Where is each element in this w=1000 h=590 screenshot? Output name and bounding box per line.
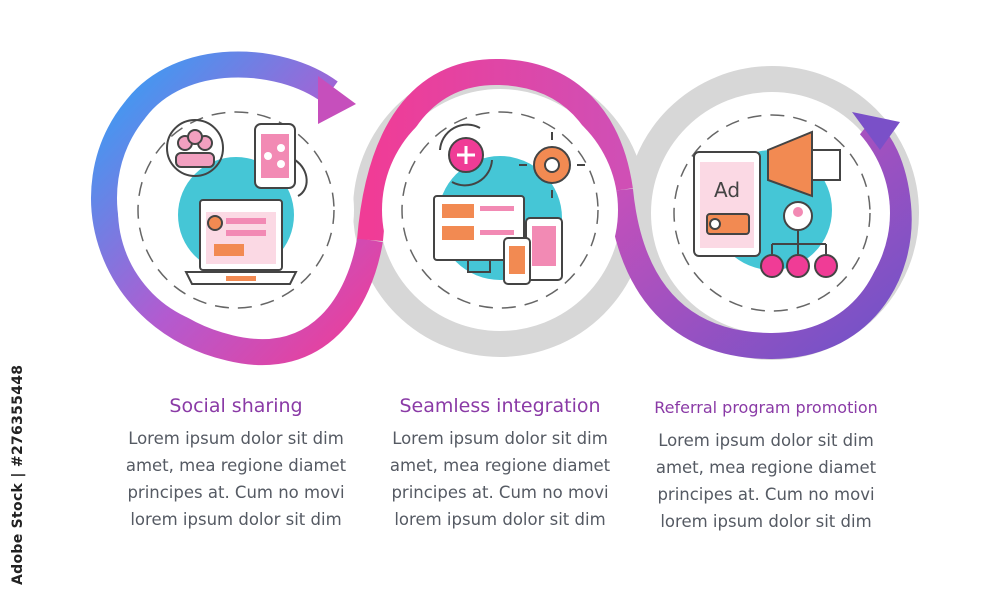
step-social-sharing: Social sharing Lorem ipsum dolor sit dim… — [106, 395, 366, 533]
social-sharing-icon — [166, 119, 308, 285]
dashed-ring-1 — [137, 111, 335, 309]
step-referral-program: Referral program promotion Lorem ipsum d… — [636, 395, 896, 535]
step-title: Referral program promotion — [654, 398, 878, 417]
step-body: Lorem ipsum dolor sit dim amet, mea regi… — [655, 431, 877, 531]
step-body: Lorem ipsum dolor sit dim amet, mea regi… — [389, 429, 611, 529]
step-seamless-integration: Seamless integration Lorem ipsum dolor s… — [370, 395, 630, 533]
arrow-tip-left — [318, 76, 356, 124]
ribbon-left — [91, 51, 383, 366]
ribbon-right — [607, 117, 912, 360]
arrow-tip-right — [852, 112, 900, 150]
dashed-ring-3 — [673, 114, 871, 312]
step-body: Lorem ipsum dolor sit dim amet, mea regi… — [125, 429, 347, 529]
dashed-ring-2 — [401, 111, 599, 309]
ribbon-middle — [357, 58, 633, 242]
seamless-integration-icon — [433, 123, 585, 285]
step-title: Seamless integration — [399, 395, 601, 417]
ad-label: Ad — [714, 178, 740, 202]
side-watermark-text: Adobe Stock | #276355448 — [10, 364, 26, 585]
step-title: Social sharing — [169, 395, 303, 417]
referral-program-icon: Ad — [693, 130, 841, 278]
